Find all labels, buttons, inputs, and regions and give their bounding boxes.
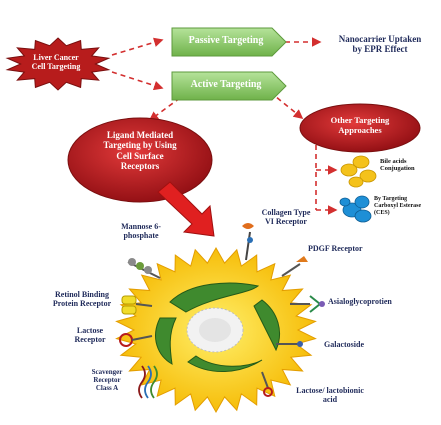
mannose-receptor-icon [127, 258, 161, 279]
big-red-arrow [157, 181, 215, 237]
connector-active-ligand [148, 97, 181, 121]
galactoside-icon [276, 341, 303, 347]
retinol-receptor-icon [121, 295, 153, 315]
organelle-bottom [187, 355, 263, 372]
liver-cancer-badge [5, 37, 111, 91]
connector-to-passive [111, 37, 164, 56]
liver-cancer-label: Liver Cancer Cell Targeting [31, 53, 81, 72]
pdgf-label: PDGF Receptor [308, 244, 363, 253]
connector-active-other [269, 91, 304, 120]
organelle-left [155, 317, 177, 365]
lactose-receptor-icon [119, 333, 153, 347]
collagen-label: Collagen Type VI Receptor [261, 208, 311, 227]
scavenger-receptor-icon [138, 365, 158, 399]
receptor-icons [119, 223, 325, 399]
nucleolus [199, 318, 231, 342]
other-approaches-label: Other Targeting Approaches [330, 115, 390, 135]
asialo-label: Asialoglycoprotien [328, 297, 392, 306]
connectors [111, 37, 338, 215]
passive-targeting-label: Passive Targeting [188, 35, 264, 46]
cell-organelles [155, 282, 280, 372]
nanocarrier-label: Nanocarrier Uptaken by EPR Effect [338, 34, 422, 55]
lactose-receptor-label: Lactose Receptor [74, 326, 106, 345]
pdgf-receptor-icon [281, 256, 308, 277]
mannose-label: Mannose 6- phosphate [121, 222, 161, 241]
connector-to-active [111, 71, 164, 91]
other-approaches-ellipse [299, 103, 421, 153]
galactoside-label: Galactoside [324, 340, 364, 349]
asialo-receptor-icon [290, 295, 325, 313]
scavenger-label: Scavenger Receptor Class A [91, 368, 123, 393]
organelle-right [253, 299, 280, 352]
organelle-top [169, 282, 260, 313]
retinol-label: Retinol Binding Protein Receptor [52, 290, 112, 309]
active-targeting-banner [171, 71, 287, 101]
lactobionic-label: Lactose/ lactobionic acid [296, 386, 364, 405]
collagen-receptor-icon [242, 223, 254, 261]
ligand-mediated-ellipse [67, 117, 213, 203]
ligand-mediated-label: Ligand Mediated Targeting by Using Cell … [103, 130, 177, 172]
bile-acids-label: Bile acids Conjugation [380, 158, 415, 173]
active-targeting-label: Active Targeting [190, 79, 262, 90]
bile-acid-molecule-icon [340, 155, 377, 188]
ces-label: By Targeting Carboxyl Esterase (CES) [374, 196, 422, 216]
lactobionic-icon [261, 371, 273, 397]
ces-enzyme-icon [339, 195, 372, 223]
passive-targeting-banner [171, 27, 287, 57]
